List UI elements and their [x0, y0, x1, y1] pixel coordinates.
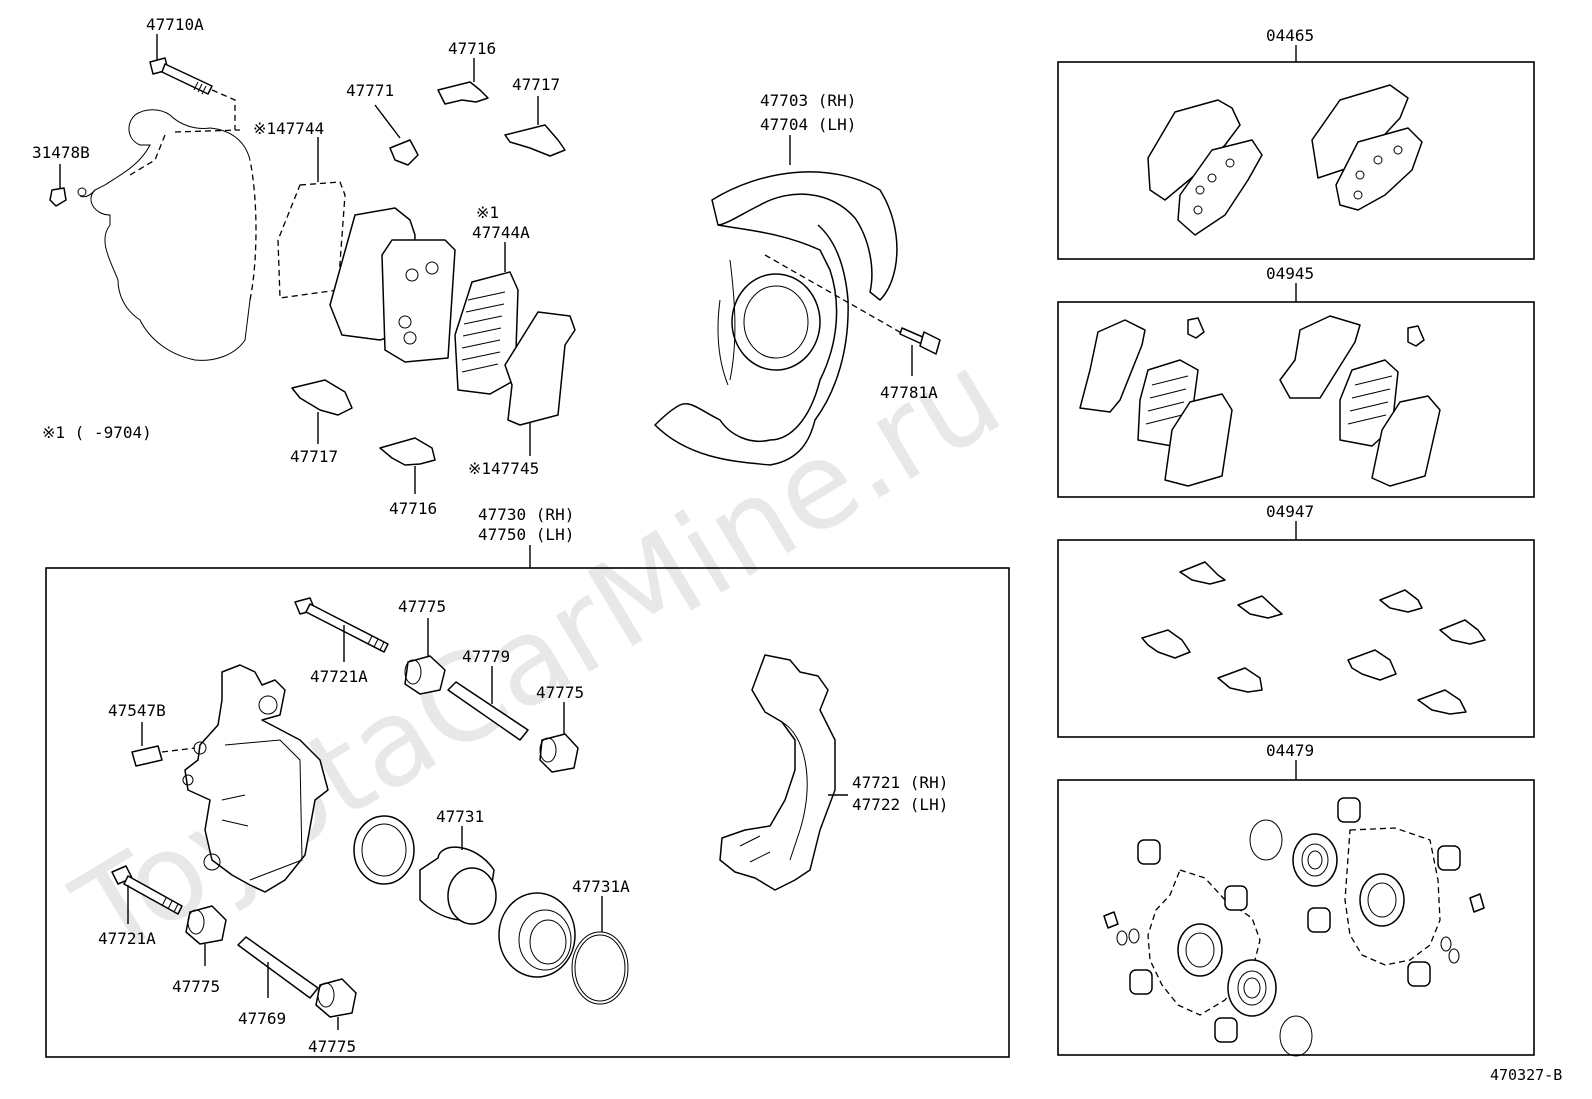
kit-04479-code: 04479: [1266, 741, 1314, 760]
label-47717-top: 47717: [512, 75, 560, 94]
bushing-47775-c: [185, 905, 227, 945]
label-47775-a: 47775: [398, 597, 446, 616]
label-47703: 47703 (RH): [760, 91, 856, 110]
label-47771: 47771: [346, 81, 394, 100]
clip-47716-top: [437, 81, 489, 105]
label-47779: 47779: [462, 647, 510, 666]
dust-shield-47703: [654, 171, 898, 466]
torque-plate-47721: [719, 654, 836, 891]
label-147745: ※147745: [468, 459, 539, 478]
label-47721A-bottom: 47721A: [98, 929, 156, 948]
clip-47717-top: [504, 124, 566, 157]
label-47721A-top: 47721A: [310, 667, 368, 686]
kit-04465-box: [1057, 61, 1535, 260]
label-47721: 47721 (RH): [852, 773, 948, 792]
snap-ring-47731A: [571, 931, 629, 1005]
label-47717-bottom: 47717: [290, 447, 338, 466]
label-47775-c: 47775: [172, 977, 220, 996]
kit-04947-clips: [1141, 561, 1486, 715]
label-47750: 47750 (LH): [478, 525, 574, 544]
cap-31478B: [49, 187, 67, 207]
pin-47779: [447, 681, 529, 741]
label-47775-d: 47775: [308, 1037, 356, 1056]
label-47716-top: 47716: [448, 39, 496, 58]
bolt-47721A-bottom: [111, 865, 183, 915]
bleeder-47547B: [131, 745, 163, 767]
kit-04947-code: 04947: [1266, 502, 1314, 521]
shim-47744A: [454, 271, 519, 395]
kit-04947-box: [1057, 539, 1535, 738]
label-47744A: 47744A: [472, 223, 530, 242]
brake-pad-inner: [329, 207, 456, 363]
bushing-47775-a: [404, 655, 446, 695]
label-47710A: 47710A: [146, 15, 204, 34]
label-47781A: 47781A: [880, 383, 938, 402]
bolt-47721A-top: [294, 597, 389, 653]
pin-47769: [237, 936, 319, 999]
label-47731A: 47731A: [572, 877, 630, 896]
label-47730: 47730 (RH): [478, 505, 574, 524]
label-31478B: 31478B: [32, 143, 90, 162]
label-47769: 47769: [238, 1009, 286, 1028]
caliper-assembly-box: [45, 567, 1010, 1058]
kit-04945-box: [1057, 301, 1535, 498]
kit-04465-code: 04465: [1266, 26, 1314, 45]
figure-code: 470327-B: [1490, 1066, 1562, 1084]
shim-147745: [504, 311, 576, 426]
label-47731: 47731: [436, 807, 484, 826]
label-1-mark: ※1: [476, 203, 499, 222]
label-47775-b: 47775: [536, 683, 584, 702]
clip-47717-bottom: [291, 379, 353, 416]
kit-04479-box: [1057, 779, 1535, 1056]
caliper-body: [182, 664, 329, 893]
watermark: ToyotaCarMine.ru: [52, 326, 1023, 986]
clip-47716-bottom: [379, 437, 436, 466]
note-9704: ※1 ( -9704): [42, 423, 152, 442]
label-47716-bottom: 47716: [389, 499, 437, 518]
caliper-outline-dashed: [77, 109, 257, 361]
piston-47731: [419, 846, 497, 925]
bolt-47710A: [149, 57, 213, 95]
kit-04945-code: 04945: [1266, 264, 1314, 283]
bushing-47775-b: [539, 733, 579, 773]
bolt-47781A: [899, 327, 941, 355]
sensor-47771: [389, 139, 419, 166]
label-47547B: 47547B: [108, 701, 166, 720]
label-147744: ※147744: [253, 119, 324, 138]
boot-ring: [353, 815, 415, 885]
label-47704: 47704 (LH): [760, 115, 856, 134]
bushing-47775-d: [315, 978, 357, 1018]
label-47722: 47722 (LH): [852, 795, 948, 814]
shim-147744: [277, 181, 346, 299]
piston-seal: [498, 892, 576, 978]
kit-04945-shims: [1079, 315, 1441, 487]
kit-04479-seal-kit: [1103, 797, 1485, 1057]
kit-04465-pads: [1147, 84, 1423, 236]
